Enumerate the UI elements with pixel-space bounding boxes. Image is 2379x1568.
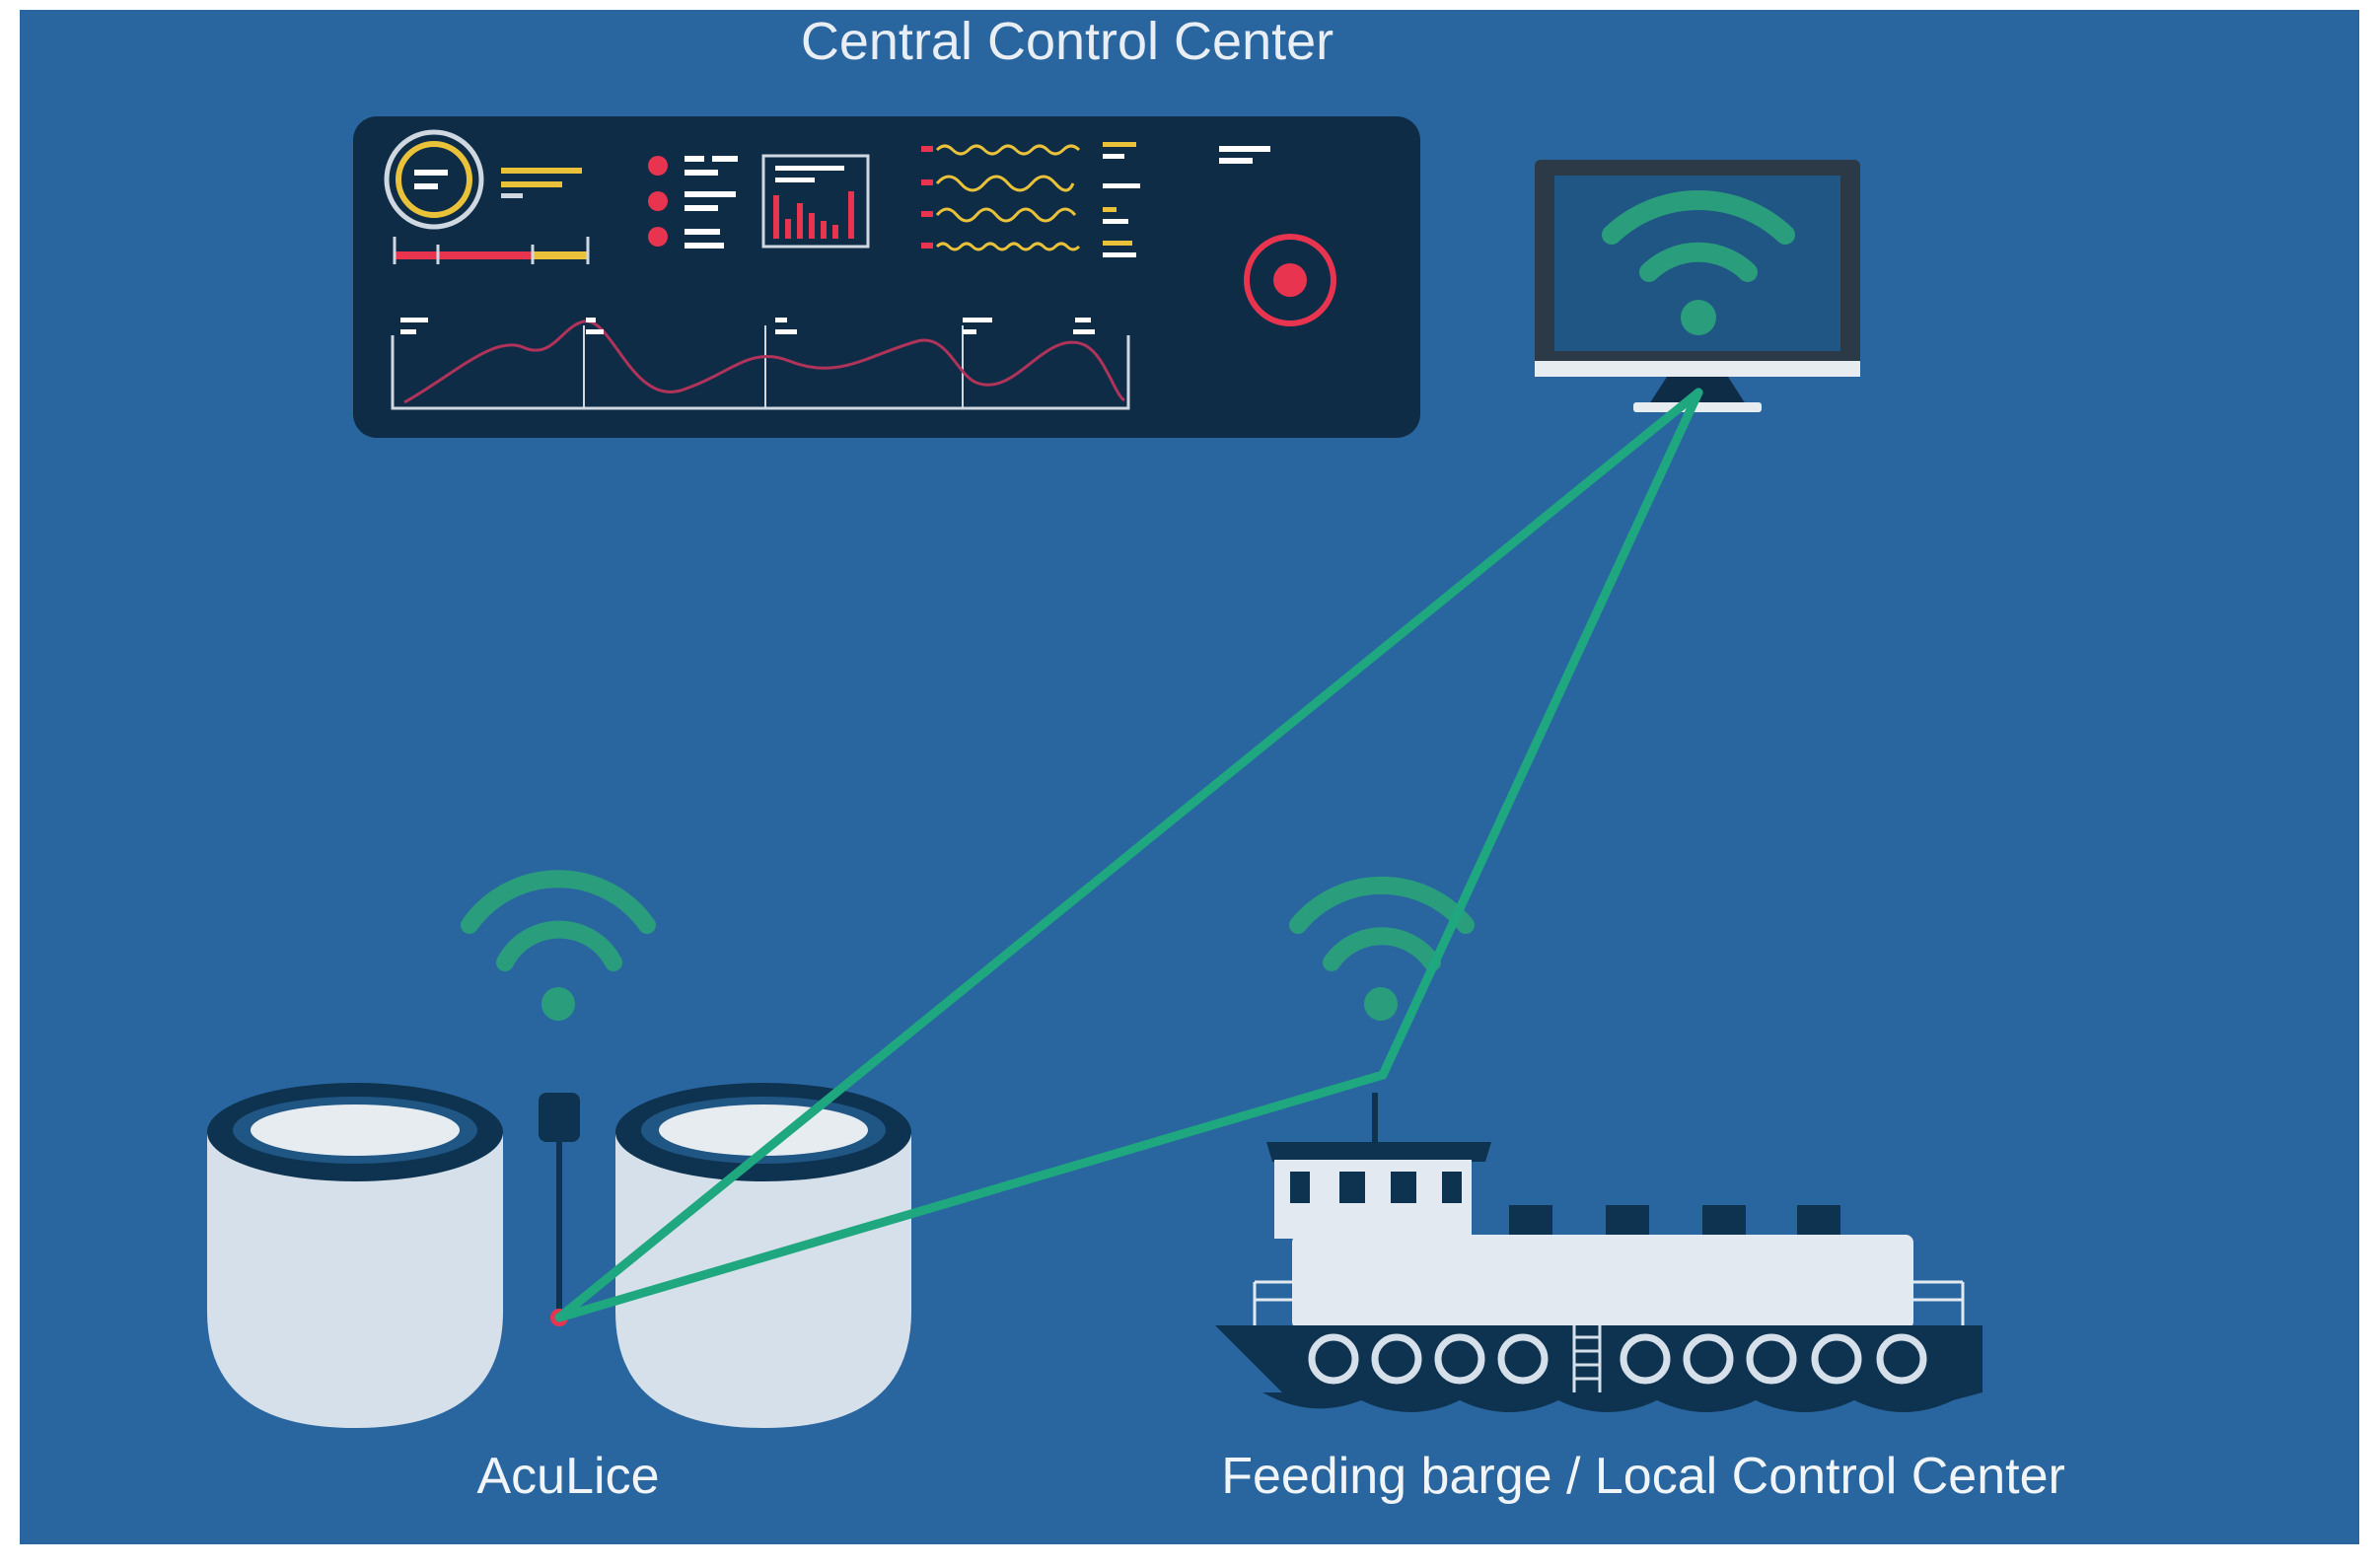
- barge-wifi-icon: [1289, 876, 1475, 971]
- dashboard-panel-icon: [353, 116, 1420, 438]
- barge-label: Feeding barge / Local Control Center: [1221, 1448, 2065, 1505]
- diagram-title: Central Control Center: [801, 12, 1334, 71]
- feeding-barge-icon: [1215, 1093, 1982, 1412]
- monitor-wifi-icon: [1602, 190, 1795, 282]
- cage-wifi-icon: [461, 870, 656, 971]
- aculice-label: AcuLice: [477, 1448, 660, 1505]
- link-sensor-to-monitor: [554, 388, 1703, 1322]
- fish-cage-left-icon: [207, 1083, 503, 1428]
- link-sensor-to-barge: [554, 1070, 1388, 1322]
- communication-links: [554, 388, 1703, 1322]
- link-barge-to-monitor: [1378, 388, 1703, 1080]
- sensor-probe-icon: [539, 1093, 580, 1326]
- monitor-icon: [1535, 160, 1860, 412]
